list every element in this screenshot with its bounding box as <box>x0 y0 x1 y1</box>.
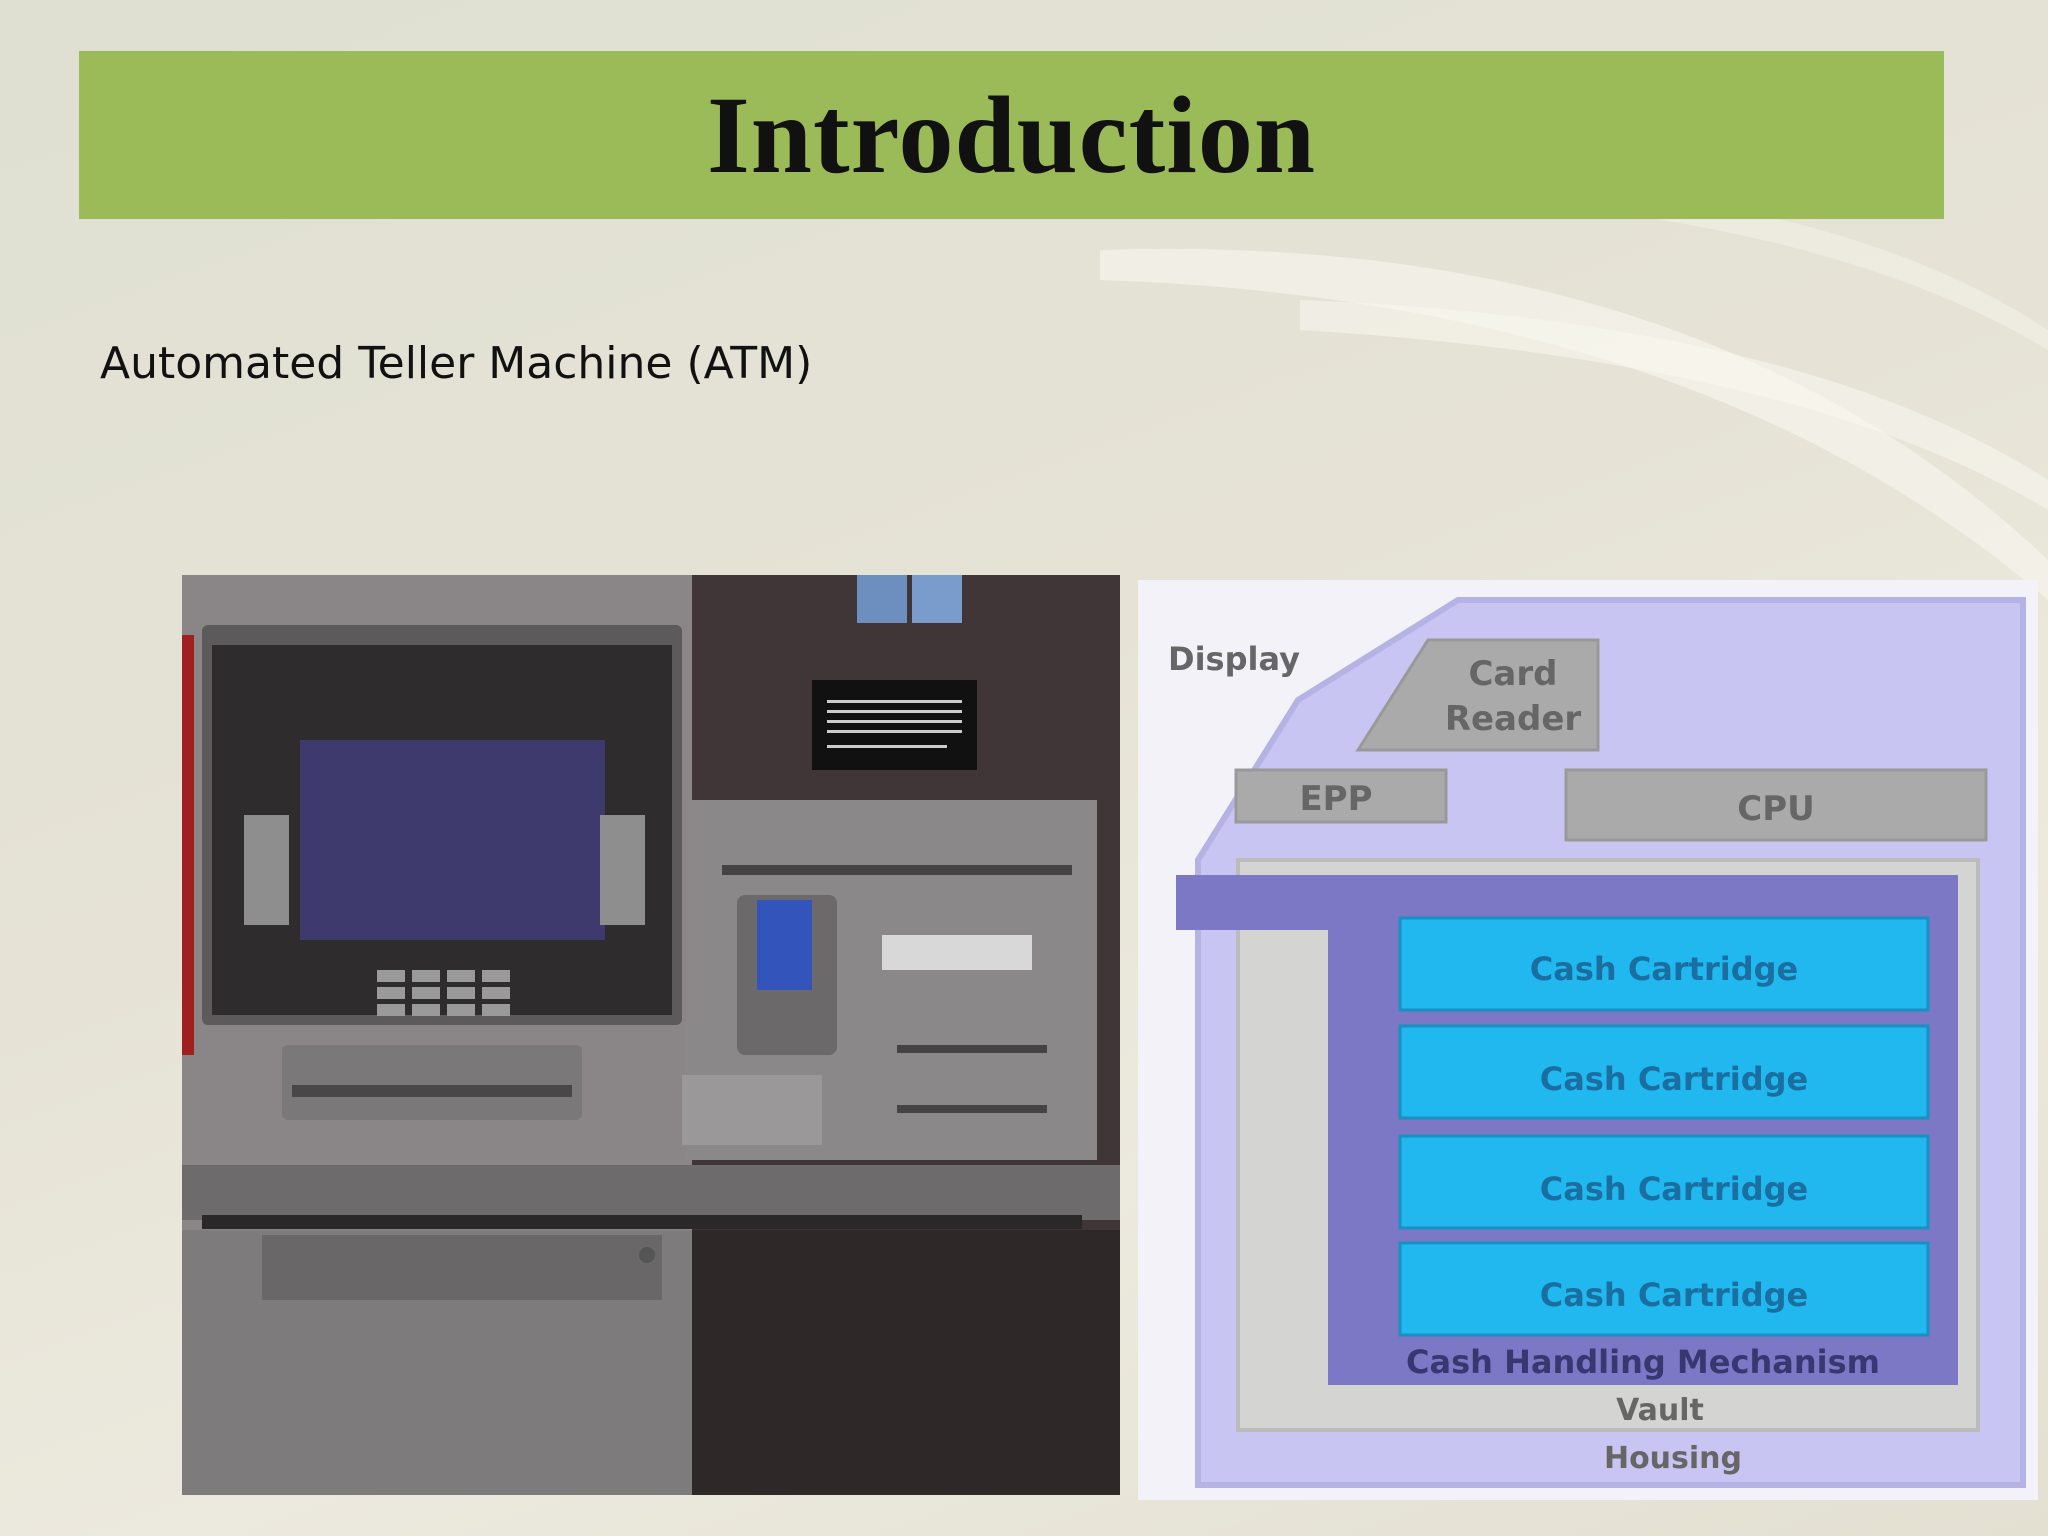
cash-handling-label: Cash Handling Mechanism <box>1406 1343 1880 1381</box>
cpu-label: CPU <box>1737 789 1814 829</box>
slide-title: Introduction <box>707 73 1316 196</box>
card-reader-label-1: Card <box>1468 654 1557 694</box>
slide-subtitle: Automated Teller Machine (ATM) <box>100 338 813 389</box>
title-bar: Introduction <box>79 51 1944 219</box>
atm-diagram: Card Reader Display EPP CPU Cash Cartrid… <box>1138 580 2038 1500</box>
display-label: Display <box>1168 640 1300 678</box>
vault-label: Vault <box>1616 1393 1704 1428</box>
cash-cartridge-2 <box>1398 1024 1930 1120</box>
atm-photo <box>182 575 1120 1495</box>
cartridge-label-3: Cash Cartridge <box>1540 1170 1808 1208</box>
cpu-box <box>1564 768 1988 842</box>
cartridge-label-2: Cash Cartridge <box>1540 1060 1808 1098</box>
epp-label: EPP <box>1299 779 1372 819</box>
cartridge-label-1: Cash Cartridge <box>1530 950 1798 988</box>
cash-cartridge-1 <box>1398 916 1930 1012</box>
epp-box <box>1234 768 1448 824</box>
card-reader-label-2: Reader <box>1445 699 1582 739</box>
card-reader-box <box>1355 638 1600 752</box>
cash-cartridge-4 <box>1398 1241 1930 1337</box>
cash-cartridge-3 <box>1398 1134 1930 1230</box>
cartridge-label-4: Cash Cartridge <box>1540 1276 1808 1314</box>
housing-label: Housing <box>1604 1441 1742 1476</box>
